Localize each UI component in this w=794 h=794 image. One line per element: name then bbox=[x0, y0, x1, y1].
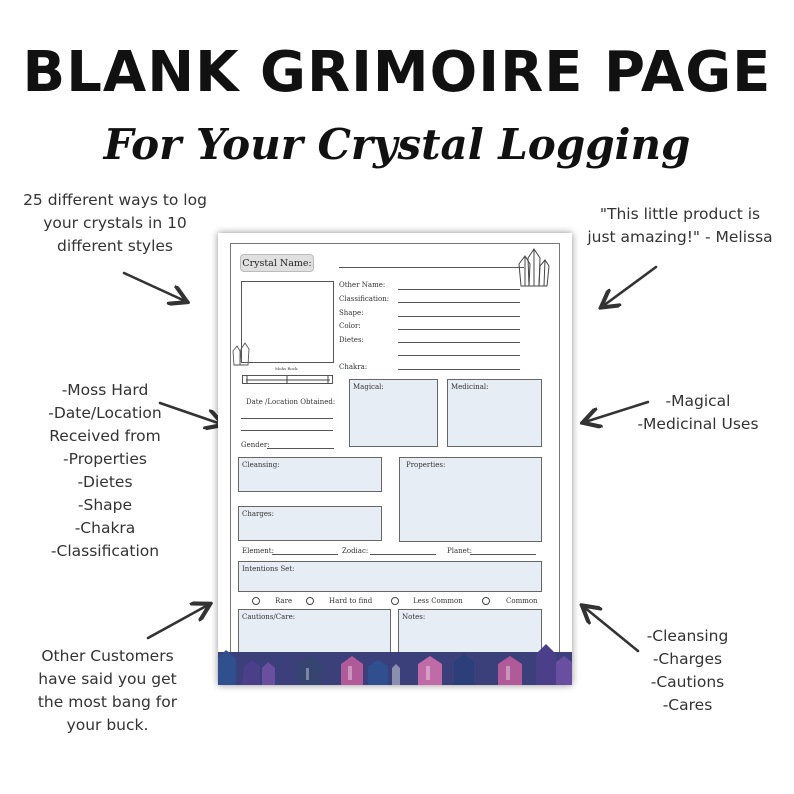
rarity-common-label: Common bbox=[506, 597, 538, 605]
rule-line bbox=[272, 554, 338, 555]
field-other-name: Other Name: bbox=[339, 281, 386, 289]
note-top-left: 25 different ways to log your crystals i… bbox=[20, 189, 210, 258]
note-line: Received from bbox=[49, 427, 161, 445]
note-bottom-left: Other Customers have said you get the mo… bbox=[25, 645, 190, 737]
field-chakra: Chakra: bbox=[339, 363, 368, 371]
note-top-right: "This little product is just amazing!" -… bbox=[585, 203, 775, 249]
rarity-rare-radio[interactable] bbox=[252, 597, 260, 605]
element-label: Element: bbox=[242, 547, 274, 555]
date-location-label: Date /Location Obtained: bbox=[246, 398, 336, 406]
field-classification: Classification: bbox=[339, 295, 390, 303]
charges-label: Charges: bbox=[242, 510, 274, 518]
zodiac-label: Zodiac: bbox=[342, 547, 369, 555]
note-line: -Magical bbox=[665, 392, 731, 410]
rule-line bbox=[398, 289, 520, 290]
rule-line bbox=[398, 355, 520, 356]
rarity-less-common-radio[interactable] bbox=[391, 597, 399, 605]
note-line: -Date/Location bbox=[48, 404, 162, 422]
crystal-border-icon bbox=[218, 644, 572, 685]
field-color: Color: bbox=[339, 322, 361, 330]
note-line: your buck. bbox=[66, 716, 149, 734]
note-line: -Chakra bbox=[74, 519, 136, 537]
note-line: -Medicinal Uses bbox=[637, 415, 759, 433]
rarity-rare-label: Rare bbox=[275, 597, 293, 605]
rule-line bbox=[339, 267, 524, 268]
crystal-cluster-icon bbox=[518, 248, 550, 287]
rule-line bbox=[370, 554, 436, 555]
small-crystal-icon bbox=[232, 342, 250, 366]
note-mid-left: -Moss Hard -Date/Location Received from … bbox=[30, 379, 180, 563]
cleansing-box[interactable]: Cleansing: bbox=[238, 457, 382, 492]
charges-box[interactable]: Charges: bbox=[238, 506, 382, 541]
cautions-box[interactable]: Cautions/Care: bbox=[238, 609, 391, 659]
rule-line bbox=[398, 329, 520, 330]
note-line: -Cautions bbox=[650, 673, 725, 691]
magical-box[interactable]: Magical: bbox=[349, 379, 438, 447]
note-bottom-right: -Cleansing -Charges -Cautions -Cares bbox=[630, 625, 745, 717]
rarity-hard-radio[interactable] bbox=[306, 597, 314, 605]
rule-line bbox=[470, 554, 536, 555]
field-shape: Shape: bbox=[339, 309, 364, 317]
note-line: your crystals in 10 bbox=[43, 214, 187, 232]
note-line: -Charges bbox=[652, 650, 723, 668]
note-line: -Classification bbox=[50, 542, 160, 560]
medicinal-label: Medicinal: bbox=[451, 383, 489, 391]
note-line: just amazing!" - Melissa bbox=[587, 228, 773, 246]
note-line: "This little product is bbox=[599, 205, 761, 223]
note-mid-right: -Magical -Medicinal Uses bbox=[628, 390, 768, 436]
rule-line bbox=[398, 316, 520, 317]
intentions-label: Intentions Set: bbox=[242, 565, 295, 573]
note-line: -Cleansing bbox=[646, 627, 729, 645]
rule-line bbox=[241, 418, 333, 419]
properties-label: Properties: bbox=[406, 461, 446, 469]
note-line: -Properties bbox=[63, 450, 147, 468]
rarity-hard-label: Hard to find bbox=[329, 597, 373, 605]
note-line: -Moss Hard bbox=[61, 381, 149, 399]
cleansing-label: Cleansing: bbox=[242, 461, 280, 469]
planet-label: Planet: bbox=[447, 547, 472, 555]
cautions-label: Cautions/Care: bbox=[242, 613, 296, 621]
rule-line bbox=[241, 430, 333, 431]
rule-line bbox=[398, 302, 520, 303]
note-line: -Dietes bbox=[77, 473, 133, 491]
rarity-less-common-label: Less Common bbox=[413, 597, 463, 605]
note-line: have said you get bbox=[38, 670, 177, 688]
note-line: -Cares bbox=[662, 696, 713, 714]
page-subtitle: For Your Crystal Logging bbox=[103, 120, 691, 169]
note-line: different styles bbox=[56, 237, 173, 255]
rule-line bbox=[398, 342, 520, 343]
page-title: BLANK GRIMOIRE PAGE bbox=[22, 40, 772, 105]
notes-label: Notes: bbox=[402, 613, 426, 621]
crystal-photo-box bbox=[241, 281, 334, 363]
rarity-common-radio[interactable] bbox=[482, 597, 490, 605]
medicinal-box[interactable]: Medicinal: bbox=[447, 379, 542, 447]
note-line: Other Customers bbox=[41, 647, 174, 665]
mohs-label: Mohs Rock bbox=[275, 366, 298, 371]
note-line: the most bang for bbox=[37, 693, 178, 711]
intentions-box[interactable]: Intentions Set: bbox=[238, 561, 542, 592]
gender-label: Gender: bbox=[241, 441, 270, 449]
rule-line bbox=[398, 369, 520, 370]
magical-label: Magical: bbox=[353, 383, 384, 391]
rule-line bbox=[267, 448, 334, 449]
notes-box[interactable]: Notes: bbox=[398, 609, 542, 659]
field-dietes: Dietes: bbox=[339, 336, 364, 344]
note-line: 25 different ways to log bbox=[23, 191, 207, 209]
note-line: -Shape bbox=[77, 496, 133, 514]
properties-box[interactable]: Properties: bbox=[399, 457, 542, 542]
scale-ticks-icon bbox=[246, 376, 330, 384]
crystal-name-label: Crystal Name: bbox=[240, 254, 314, 272]
